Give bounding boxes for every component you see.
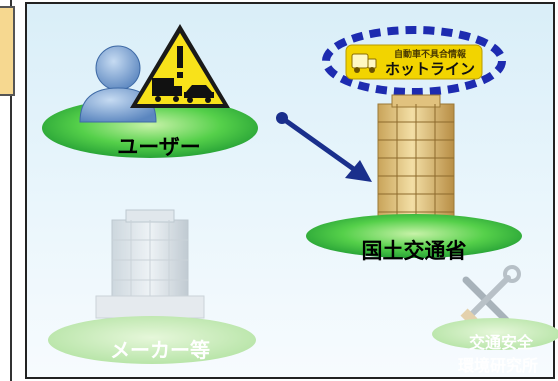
left-border-line <box>0 0 12 381</box>
hotline-truck-icon <box>351 53 377 73</box>
institute-platform <box>432 318 558 350</box>
maker-building-icon <box>95 209 205 319</box>
hotline-title[interactable]: ホットライン <box>384 60 475 78</box>
hotline-badge[interactable] <box>345 44 483 80</box>
accident-warning-icon <box>130 24 230 108</box>
hotline-ring <box>322 26 506 96</box>
tools-icon <box>460 265 521 326</box>
ministry-label: 国土交通省 <box>361 239 467 263</box>
institute-label-line1: 交通安全 <box>468 333 533 352</box>
side-tab[interactable] <box>0 6 15 96</box>
ministry-platform <box>306 214 522 258</box>
report-arrow <box>276 112 372 182</box>
maker-platform <box>48 316 256 364</box>
institute-label-line2: 環境研究所 <box>457 356 538 375</box>
user-label: ユーザー <box>117 135 201 159</box>
hotline-small-text: 自動車不具合情報 <box>393 50 466 60</box>
maker-label: メーカー等 <box>110 338 210 362</box>
ministry-building-icon <box>377 94 455 229</box>
